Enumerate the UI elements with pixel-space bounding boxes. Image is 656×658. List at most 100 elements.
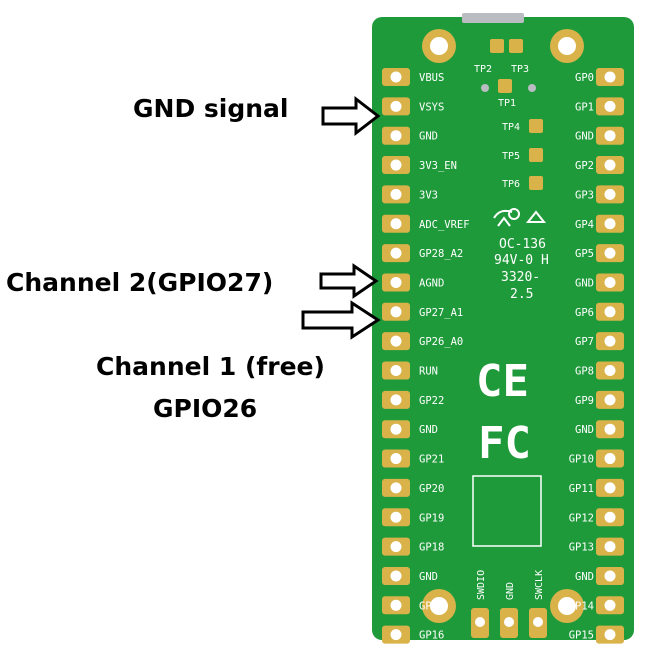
board-pcb [372,17,634,640]
right-pin-label: GP3 [575,189,594,201]
edge-pin-pad [596,214,624,233]
right-pin-label: GND [575,131,594,143]
marking-version: 2.5 [510,287,533,302]
left-pin-label: 3V3_EN [419,160,457,172]
right-pin-label: GP5 [575,248,594,260]
edge-pin-pad [596,449,624,468]
test-point-label: TP5 [502,151,520,162]
edge-pin-pad [596,625,624,644]
ul-recognition-icon [493,208,547,227]
edge-pin-pad [382,68,410,86]
left-pin-label: GP26_A0 [419,336,463,348]
mounting-hole [422,589,456,623]
ce-mark: CE [476,356,529,407]
edge-pin-pad [382,537,410,556]
test-point-label: TP3 [511,64,529,75]
edge-pin-pad [382,126,410,145]
test-point-label: TP1 [498,98,516,109]
right-pin-label: GND [575,277,594,289]
debug-pin-pad [471,608,489,638]
right-pin-label: GP12 [569,512,594,524]
marking-code: OC-136 [499,237,546,252]
edge-pin-pad [596,596,624,615]
test-point-pad [529,119,543,133]
right-pin-label: GP7 [575,336,594,348]
test-point-label: TP6 [502,179,520,190]
gnd-arrow-icon [321,95,381,137]
right-pin-label: GP1 [575,101,594,113]
test-point-pad [490,39,504,53]
right-pin-label: GP10 [569,454,594,466]
left-pin-label: VBUS [419,72,444,84]
left-pin-label: AGND [419,277,444,289]
edge-pin-pad [596,332,624,351]
edge-pin-pad [596,420,624,439]
fc-mark: FC [478,418,531,469]
left-pin-label: GP18 [419,542,444,554]
edge-pin-pad [382,508,410,527]
edge-pin-pad [596,302,624,321]
mounting-hole [422,29,456,63]
debug-pin-label: SWDIO [476,570,487,600]
marking-rating: 94V-0 H [494,253,549,268]
edge-pin-pad [596,185,624,204]
test-point-label: TP4 [502,122,520,133]
edge-pin-pad [382,625,410,644]
edge-pin-pad [596,244,624,263]
channel1-arrow-icon [301,300,381,340]
left-pin-label: GP20 [419,483,444,495]
edge-pin-pad [382,273,410,292]
debug-pin-label: SWCLK [534,570,545,600]
left-pin-label: GP21 [419,454,444,466]
edge-pin-pad [382,566,410,585]
debug-pin-pad [529,608,547,638]
left-pin-label: ADC_VREF [419,219,470,231]
mounting-hole [550,29,584,63]
edge-pin-pad [382,596,410,615]
usb-connector [462,13,524,23]
edge-pin-pad [596,361,624,380]
left-pin-label: GND [419,571,438,583]
test-point-pad [529,176,543,190]
left-pin-label: 3V3 [419,189,438,201]
channel1-gpio-label: GPIO26 [153,394,258,423]
edge-pin-pad [382,390,410,409]
left-pin-label: GND [419,424,438,436]
edge-pin-pad [382,361,410,380]
edge-pin-pad [382,478,410,497]
marking-batch: 3320- [501,270,540,285]
debug-pin-pad [500,608,518,638]
right-pin-label: GP8 [575,366,594,378]
left-pin-label: VSYS [419,101,444,113]
debug-pin-label: GND [505,582,516,600]
left-pin-label: GP22 [419,395,444,407]
edge-pin-pad [596,68,624,86]
channel1-label: Channel 1 (free) [96,352,325,381]
edge-pin-pad [382,97,410,116]
label-area [472,475,542,547]
edge-pin-pad [596,478,624,497]
edge-pin-pad [596,97,624,116]
edge-pin-pad [596,126,624,145]
edge-pin-pad [382,244,410,263]
right-pin-label: GP14 [569,600,594,612]
edge-pin-pad [382,302,410,321]
left-pin-label: GP19 [419,512,444,524]
gnd-signal-label: GND signal [133,94,289,123]
test-point-pad [509,39,523,53]
left-pin-label: GP28_A2 [419,248,463,260]
edge-pin-pad [382,449,410,468]
test-point-label: TP2 [474,64,492,75]
right-pin-label: GP2 [575,160,594,172]
right-pin-label: GP4 [575,219,594,231]
left-pin-label: RUN [419,366,438,378]
right-pin-label: GP9 [575,395,594,407]
right-pin-label: GP6 [575,307,594,319]
edge-pin-pad [596,537,624,556]
edge-pin-pad [382,156,410,175]
right-pin-label: GP13 [569,542,594,554]
edge-pin-pad [596,156,624,175]
edge-pin-pad [596,273,624,292]
left-pin-label: GP16 [419,630,444,642]
